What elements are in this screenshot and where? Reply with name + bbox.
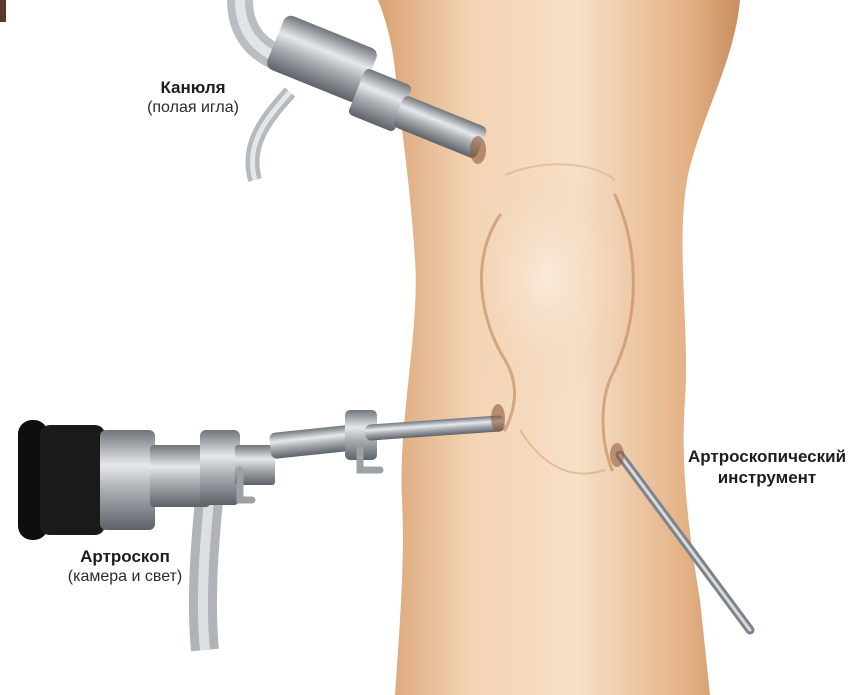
instrument-title-line2: инструмент (668, 467, 866, 488)
cannula-title: Канюля (128, 78, 258, 98)
cannula-subtitle: (полая игла) (128, 98, 258, 117)
arthroscope-subtitle: (камера и свет) (45, 567, 205, 586)
kneecap-highlight (463, 170, 633, 410)
arthroscope-title: Артроскоп (45, 547, 205, 567)
instrument-title-line1: Артроскопический (668, 446, 866, 467)
label-arthroscope: Артроскоп (камера и свет) (45, 547, 205, 587)
label-instrument: Артроскопический инструмент (668, 446, 866, 489)
label-cannula: Канюля (полая игла) (128, 78, 258, 118)
